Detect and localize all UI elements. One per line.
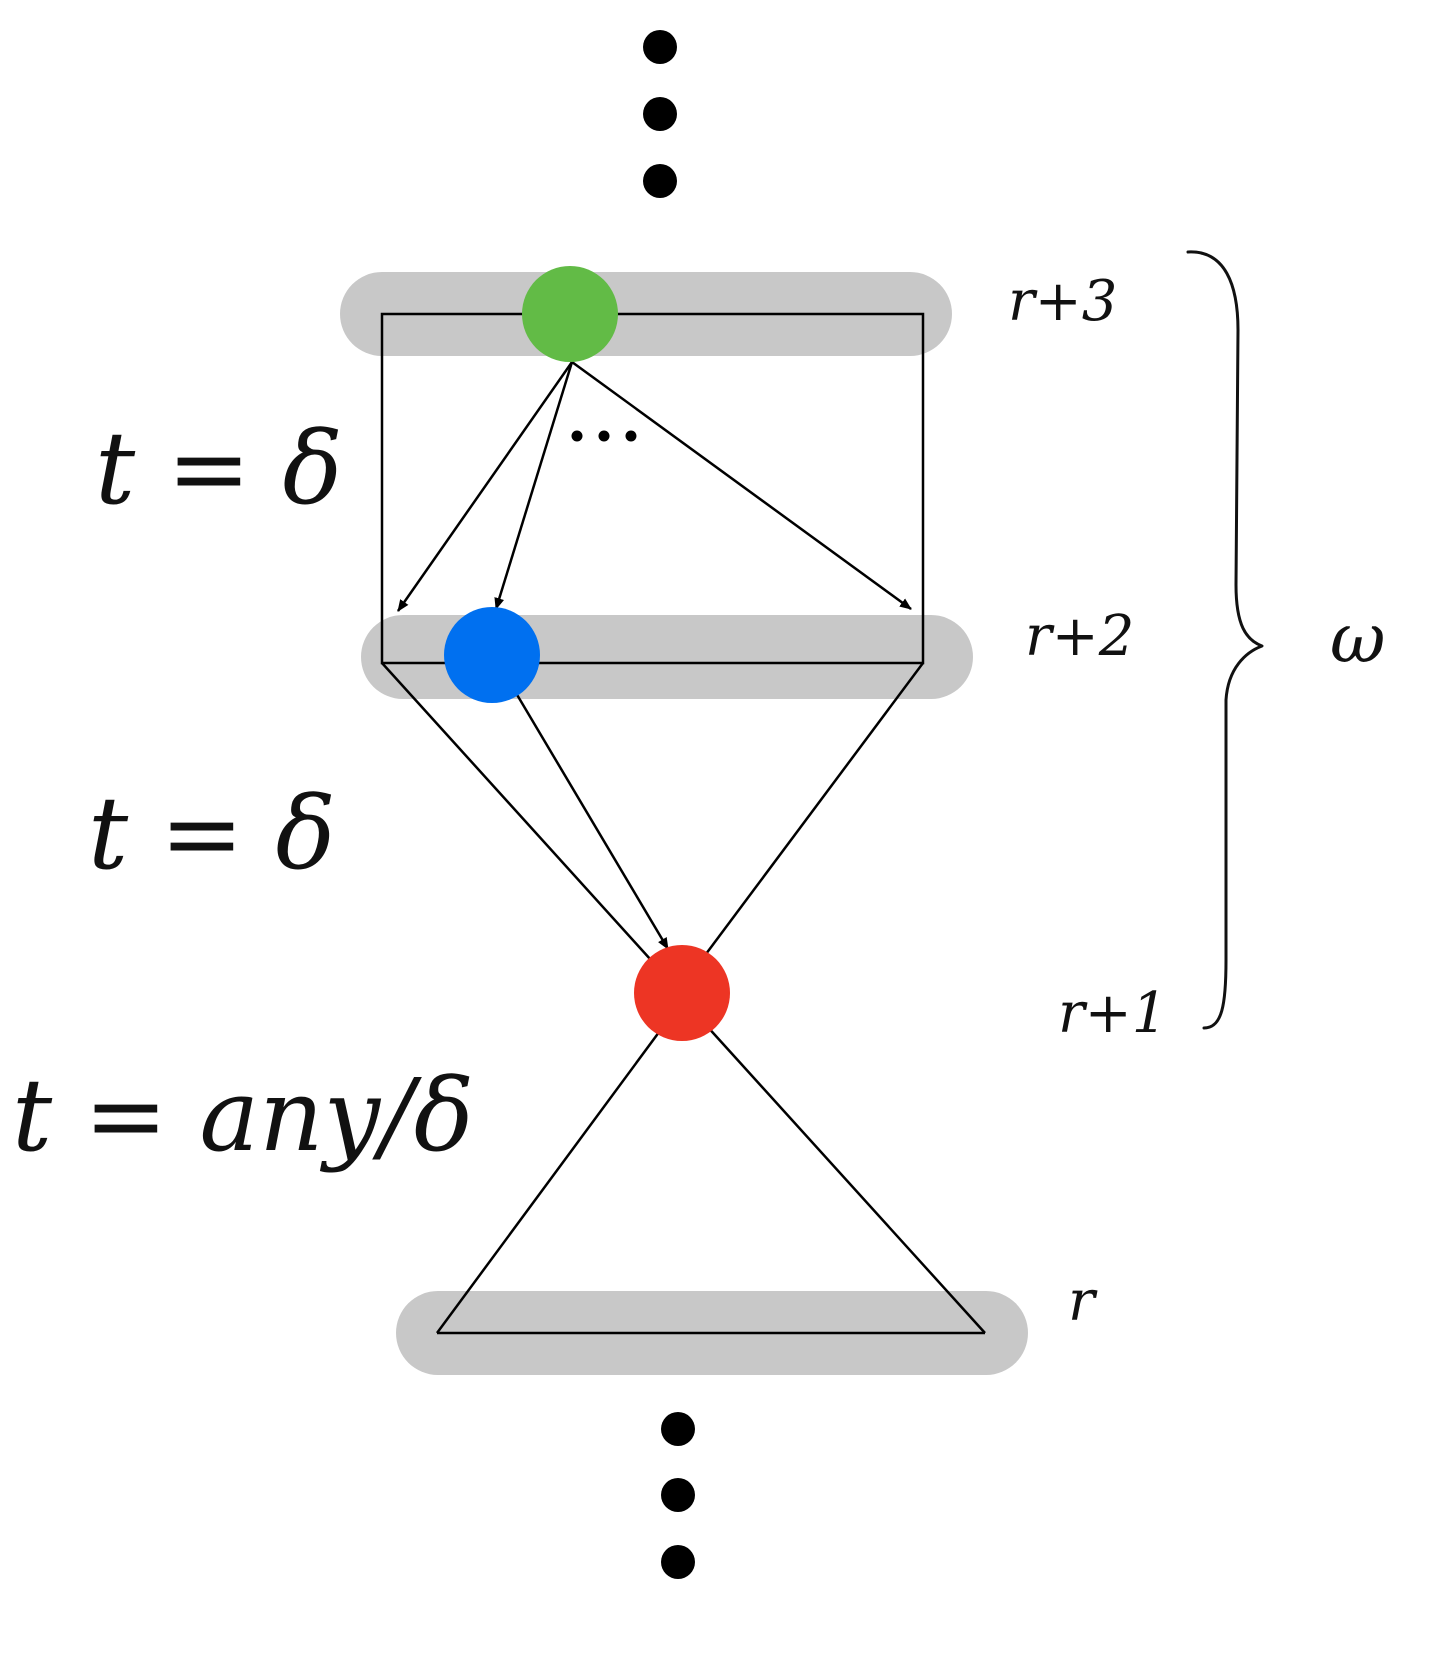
ellipsis-dot bbox=[661, 1545, 695, 1579]
ellipsis-dot bbox=[661, 1412, 695, 1446]
level-label-bottom: r bbox=[1068, 1269, 1098, 1334]
node-red bbox=[634, 945, 730, 1041]
arrow-ellipsis bbox=[571, 430, 637, 442]
funnel-left-line bbox=[381, 662, 661, 971]
level-label-second: r+2 bbox=[1025, 604, 1134, 669]
arrow-to-left-corner bbox=[396, 361, 574, 612]
upper-box bbox=[380, 312, 925, 665]
bottom-vertical-ellipsis bbox=[661, 1412, 695, 1579]
top-vertical-ellipsis bbox=[643, 30, 677, 198]
node-blue bbox=[444, 607, 540, 703]
arrow-to-right-corner bbox=[571, 360, 912, 611]
ellipsis-dot bbox=[661, 1478, 695, 1512]
ellipsis-dot bbox=[571, 430, 583, 442]
cone-right-line bbox=[704, 1023, 986, 1334]
funnel-right-line bbox=[698, 662, 925, 963]
time-label-middle: t = δ bbox=[88, 775, 336, 892]
level-label-top: r+3 bbox=[1008, 269, 1117, 334]
level-label-third: r+1 bbox=[1058, 981, 1167, 1046]
arrow-to-red-node bbox=[514, 692, 670, 950]
arrow-to-blue-node bbox=[494, 361, 574, 610]
ellipsis-dot bbox=[643, 30, 677, 64]
cone-left-line bbox=[435, 1023, 667, 1334]
time-label-lower: t = any/δ bbox=[12, 1057, 474, 1174]
time-label-upper: t = δ bbox=[95, 410, 343, 527]
ellipsis-dot bbox=[643, 164, 677, 198]
ellipsis-dot bbox=[598, 430, 610, 442]
node-green bbox=[522, 266, 618, 362]
brace-label-omega: ω bbox=[1330, 600, 1385, 679]
ellipsis-dot bbox=[625, 430, 637, 442]
ellipsis-dot bbox=[643, 97, 677, 131]
curly-brace bbox=[1186, 250, 1264, 1030]
